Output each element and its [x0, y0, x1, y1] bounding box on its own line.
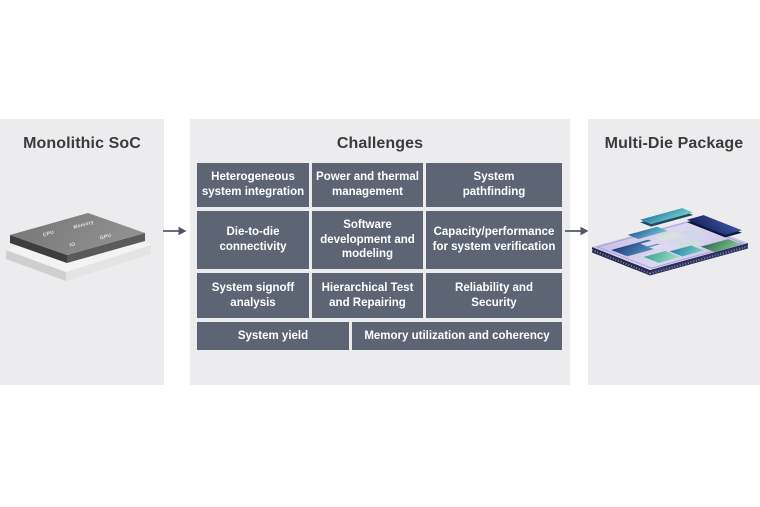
center-panel-title: Challenges	[336, 135, 424, 152]
challenges-row-2: Die-to-die connectivity Software develop…	[197, 211, 563, 269]
multi-die-package-illustration	[588, 200, 760, 300]
arrow-soc-to-challenges-icon	[163, 226, 187, 236]
die-center-cluster	[640, 229, 707, 251]
floating-die-teal	[640, 208, 694, 227]
challenges-row-3: System signoff analysis Hierarchical Tes…	[197, 273, 563, 318]
chip-label-io: IO	[69, 241, 76, 248]
challenges-row-1: Heterogeneous system integration Power a…	[197, 163, 563, 207]
package-substrate-edge	[591, 243, 749, 276]
challenges-panel: Challenges Heterogeneous system integrat…	[190, 119, 570, 385]
monolithic-soc-panel: Monolithic SoC CPU Memory	[0, 119, 164, 385]
challenges-row-4: System yield Memory utilization and cohe…	[197, 322, 563, 350]
die-back-left-blue	[627, 226, 668, 239]
challenge-box-memory-utilization-coherency: Memory utilization and coherency	[352, 322, 562, 350]
challenge-box-software-development-modeling: Software development and modeling	[312, 211, 423, 269]
soc-die-labels: CPU Memory IO GPU	[42, 219, 112, 248]
challenge-box-capacity-performance-verification: Capacity/performance for system verifica…	[426, 211, 562, 269]
challenge-box-power-thermal-management: Power and thermal management	[312, 163, 423, 207]
die-front-teal	[643, 251, 681, 263]
die-front-green-teal	[669, 245, 704, 257]
arrow-challenges-to-package-icon	[565, 226, 589, 236]
die-right-green	[700, 239, 743, 253]
chip-label-cpu: CPU	[42, 230, 55, 239]
right-panel-title: Multi-Die Package	[604, 135, 744, 152]
left-panel-title: Monolithic SoC	[23, 135, 141, 152]
floating-die-navy	[686, 215, 742, 238]
chip-label-gpu: GPU	[99, 233, 112, 242]
challenge-box-die-to-die-connectivity: Die-to-die connectivity	[197, 211, 309, 269]
challenge-box-system-yield: System yield	[197, 322, 349, 350]
challenge-box-heterogeneous-system-integration: Heterogeneous system integration	[197, 163, 309, 207]
multi-die-package-panel: Multi-Die Package	[588, 119, 760, 385]
challenge-box-system-signoff-analysis: System signoff analysis	[197, 273, 309, 318]
soc-die	[10, 213, 145, 263]
challenges-grid: Heterogeneous system integration Power a…	[197, 163, 563, 350]
challenge-box-hierarchical-test-repairing: Hierarchical Test and Repairing	[312, 273, 423, 318]
challenge-box-reliability-security: Reliability and Security	[426, 273, 562, 318]
challenge-box-system-pathfinding: System pathfinding	[426, 163, 562, 207]
chip-label-memory: Memory	[73, 219, 95, 231]
monolithic-soc-illustration: CPU Memory IO GPU	[6, 213, 151, 281]
